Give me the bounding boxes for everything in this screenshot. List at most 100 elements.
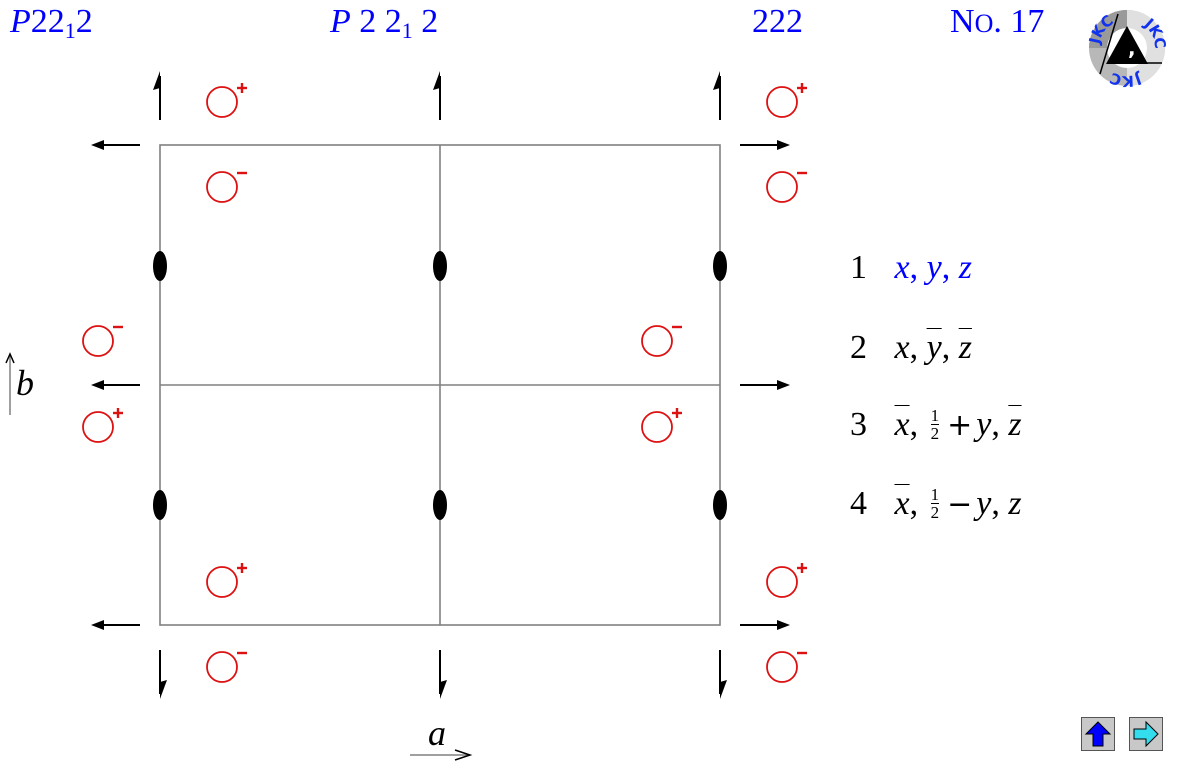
nav-up-button[interactable] (1081, 717, 1115, 751)
symmetry-operation-1: 1 x, y, z (850, 248, 972, 288)
frac-denominator: 2 (930, 502, 940, 522)
coord-x: x (894, 249, 910, 286)
position-circle-icon (766, 86, 798, 118)
twofold-axis-icon (153, 490, 167, 520)
arrow-left-icon (91, 620, 104, 630)
nav-next-button[interactable] (1129, 717, 1163, 751)
twofold-axis-icon (433, 251, 447, 281)
general-position-plus (766, 83, 807, 118)
screw-subscript: 1 (64, 18, 76, 43)
a-axis-label: a (428, 713, 446, 753)
general-position-minus (766, 171, 807, 203)
screw-subscript: 1 (401, 18, 413, 43)
twofold-axis-icon (153, 251, 167, 281)
half-arrow-down-icon (720, 680, 727, 699)
general-position-plus (82, 408, 123, 443)
twofold-axis-icon (433, 490, 447, 520)
general-position-plus (206, 83, 247, 118)
coord-x-bar: x (894, 406, 910, 443)
operation-number: 3 (850, 406, 867, 443)
separator: , (909, 406, 919, 443)
separator: , (991, 406, 1000, 443)
symbol-part: 22 (30, 3, 65, 40)
symbol-part: 2 2 (359, 3, 402, 40)
separator: , (941, 329, 951, 366)
general-position-plus (766, 563, 807, 598)
arrow-up-icon (1084, 721, 1112, 747)
position-circle-icon (641, 411, 673, 443)
separator: , (909, 329, 919, 366)
symmetry-operation-2: 2 x, y, z (850, 328, 972, 368)
coord-y: y (976, 406, 992, 443)
number-prefix-small: O (974, 9, 994, 38)
minus-sign: − (947, 487, 973, 522)
position-circle-icon (206, 86, 238, 118)
separator: , (991, 485, 1000, 522)
unit-cell (159, 144, 721, 626)
separator: , (941, 249, 951, 286)
operation-number: 1 (850, 249, 867, 286)
half-arrow-down-icon (440, 680, 447, 699)
symbol-part: 2 (75, 3, 93, 40)
twofold-axes-a (91, 140, 790, 630)
space-group-number: NO. 17 (950, 2, 1044, 44)
position-circle-icon (82, 325, 114, 357)
arrow-left-icon (91, 380, 104, 390)
coord-z-bar: z (1008, 406, 1022, 443)
coord-z: z (958, 249, 972, 286)
arrow-right-icon (777, 620, 790, 630)
half-arrow-up-icon (433, 71, 440, 90)
separator: , (909, 249, 919, 286)
half-arrow-up-icon (153, 71, 160, 90)
b-axis-arrow (5, 352, 15, 415)
symbol-part: 2 (412, 3, 439, 40)
full-hermann-mauguin-symbol: P 2 21 2 (330, 2, 438, 42)
position-circle-icon (206, 651, 238, 683)
frac-numerator: 1 (930, 405, 940, 425)
separator: , (909, 485, 919, 522)
screw-axes-b (153, 71, 727, 699)
number-prefix: N (950, 3, 975, 40)
lattice-letter: P (330, 3, 351, 40)
short-hermann-mauguin-symbol: P2212 (10, 2, 93, 42)
b-axis-label: b (16, 363, 34, 403)
position-circle-icon (766, 651, 798, 683)
twofold-axis-icon (713, 490, 727, 520)
position-circle-icon (766, 566, 798, 598)
coord-x-bar: x (894, 485, 910, 522)
svg-text:,: , (1128, 36, 1136, 60)
coord-y-bar: y (926, 329, 942, 366)
twofold-axes-c (153, 251, 727, 520)
half-arrow-down-icon (160, 680, 167, 699)
position-circle-icon (82, 411, 114, 443)
general-position-plus (206, 563, 247, 598)
frac-denominator: 2 (930, 423, 940, 443)
twofold-axis-icon (713, 251, 727, 281)
general-position-minus (206, 651, 247, 683)
arrow-left-icon (91, 140, 104, 150)
position-circle-icon (766, 171, 798, 203)
arrow-right-icon (1133, 720, 1159, 748)
plus-sign: + (947, 408, 973, 443)
coord-z-bar: z (958, 329, 972, 366)
arrow-right-icon (777, 380, 790, 390)
coord-z: z (1008, 485, 1022, 522)
position-circle-icon (641, 325, 673, 357)
coord-y: y (926, 249, 942, 286)
general-position-minus (766, 651, 807, 683)
half-arrow-up-icon (713, 71, 720, 90)
coord-y: y (976, 485, 992, 522)
operation-number: 4 (850, 485, 867, 522)
general-position-minus (206, 171, 247, 203)
general-position-plus (641, 408, 682, 443)
general-position-minus (641, 325, 682, 357)
point-group-symbol: 222 (752, 3, 803, 40)
general-position-minus (82, 325, 123, 357)
number-value: . 17 (993, 3, 1045, 40)
arrow-right-icon (777, 140, 790, 150)
